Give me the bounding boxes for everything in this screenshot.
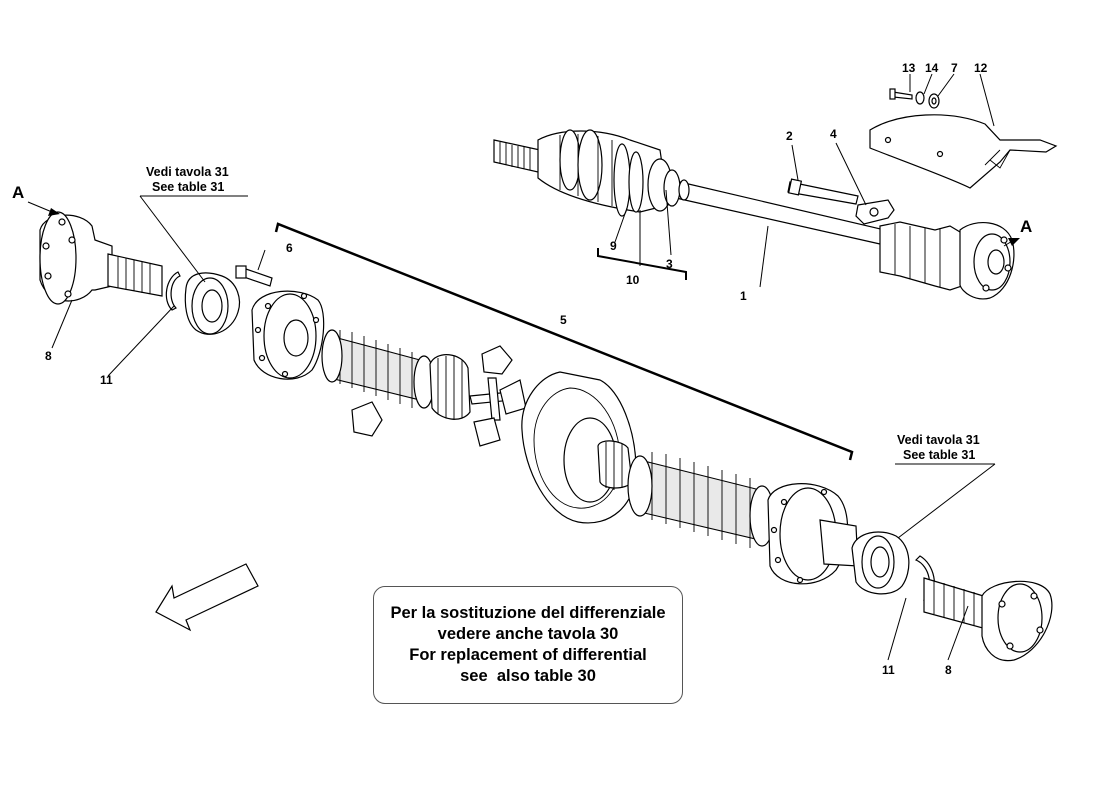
callout-10: 10 [626, 273, 640, 287]
group-bracket-5 [274, 222, 854, 461]
callout-1: 1 [740, 289, 747, 303]
see-table-left: Vedi tavola 31 See table 31 [146, 165, 229, 194]
driveshaft-assembly [493, 88, 1058, 300]
note-line-4: see also table 30 [460, 667, 596, 685]
callout-4: 4 [830, 127, 837, 141]
reference-a-right: A [1020, 217, 1032, 236]
left-flange-shaft [39, 211, 241, 335]
see-table-left-it: Vedi tavola 31 [146, 165, 229, 179]
see-table-right: Vedi tavola 31 See table 31 [897, 433, 980, 462]
see-table-right-en: See table 31 [903, 448, 975, 462]
see-table-left-en: See table 31 [152, 180, 224, 194]
callout-labels: 1 2 3 4 5 6 7 8 8 9 10 11 11 12 13 14 A … [12, 61, 1032, 677]
right-flange-shaft [851, 531, 1053, 662]
callout-5: 5 [560, 313, 567, 327]
callout-6: 6 [286, 241, 293, 255]
leader-lines [27, 73, 1020, 661]
reference-a-left: A [12, 183, 24, 202]
callout-2: 2 [786, 129, 793, 143]
callout-11-left: 11 [100, 373, 113, 387]
note-line-2: vedere anche tavola 30 [437, 625, 619, 643]
callout-3: 3 [666, 257, 673, 271]
replacement-note-box: Per la sostituzione del differenziale ve… [373, 586, 683, 704]
see-table-right-it: Vedi tavola 31 [897, 433, 980, 447]
note-line-3: For replacement of differential [409, 646, 647, 664]
callout-14: 14 [925, 61, 939, 75]
callout-11-right: 11 [882, 663, 895, 677]
direction-arrow-icon [155, 563, 259, 632]
note-line-1: Per la sostituzione del differenziale [390, 604, 666, 622]
callout-8-left: 8 [45, 349, 52, 363]
callout-12: 12 [974, 61, 988, 75]
group-bracket-10 [597, 248, 687, 280]
differential-assembly [235, 265, 859, 585]
callout-13: 13 [902, 61, 916, 75]
callout-7: 7 [951, 61, 958, 75]
callout-9: 9 [610, 239, 617, 253]
callout-8-right: 8 [945, 663, 952, 677]
